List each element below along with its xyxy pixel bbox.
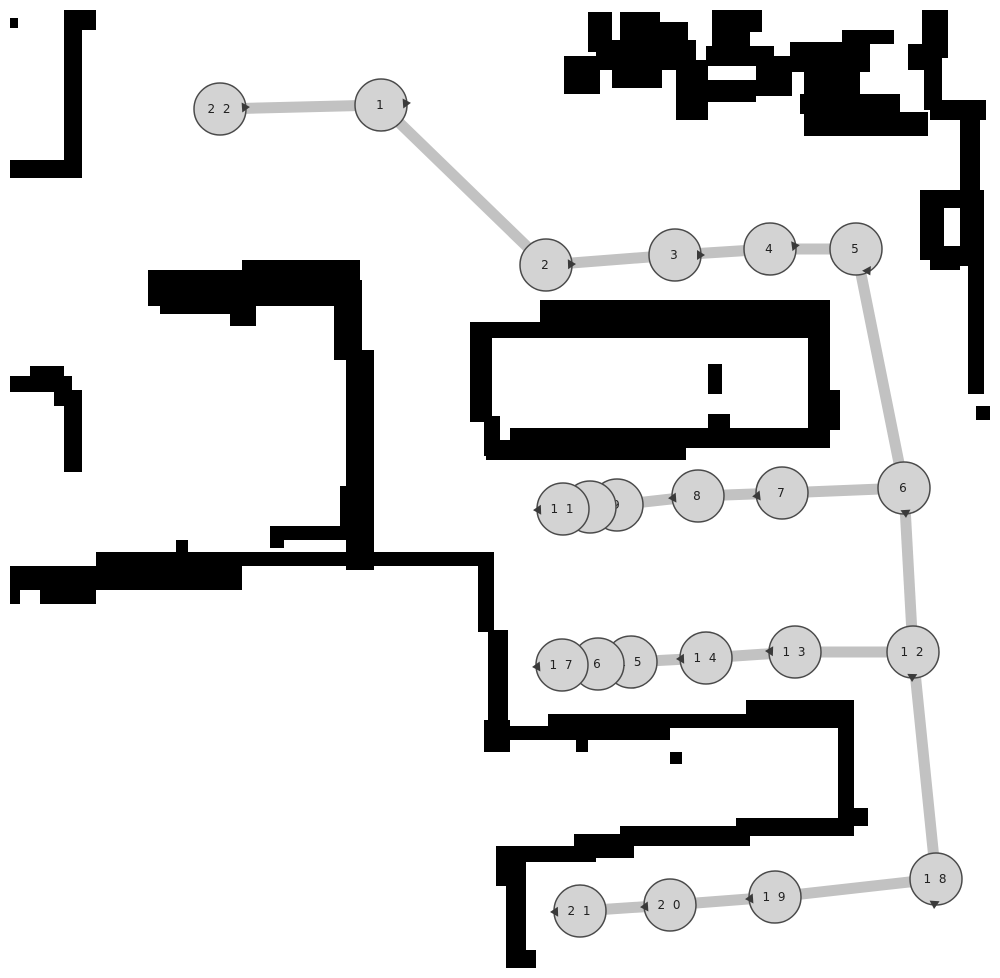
pose-node-label: 1 7: [549, 658, 574, 672]
obstacle-layer: [10, 10, 990, 968]
pose-node[interactable]: 1 8: [909, 852, 963, 909]
pose-node[interactable]: 2 1: [550, 884, 607, 938]
path-segment-12-18: [907, 651, 942, 880]
pose-node[interactable]: 1 2: [886, 625, 940, 682]
wall-top-right-clutter: [564, 10, 990, 420]
wall-left-structure: [10, 260, 848, 764]
pose-node-label: 4: [765, 242, 775, 256]
pose-node-label: 1 8: [923, 872, 948, 886]
pose-node[interactable]: 2: [519, 238, 576, 292]
heading-arrow-icon: [929, 900, 940, 909]
heading-arrow-icon: [550, 906, 559, 917]
wall-top-left: [10, 10, 96, 178]
heading-arrow-icon: [862, 265, 871, 276]
heading-arrow-icon: [402, 98, 411, 109]
pose-node[interactable]: 2 0: [640, 878, 697, 932]
pose-node[interactable]: 2 2: [193, 82, 250, 136]
heading-arrow-icon: [791, 241, 800, 252]
pose-node-circle: [755, 466, 809, 520]
heading-arrow-icon: [900, 509, 911, 518]
pose-node-label: 7: [777, 486, 787, 500]
heading-arrow-icon: [745, 893, 754, 904]
wall-central-block: [470, 300, 840, 460]
heading-arrow-icon: [533, 504, 542, 515]
pose-node[interactable]: 8: [668, 469, 725, 523]
pose-node-label: 2 2: [207, 102, 232, 116]
pose-node-circle: [743, 222, 797, 276]
pose-node-circle: [829, 222, 883, 276]
heading-arrow-icon: [907, 673, 918, 682]
wall-left-stub: [10, 366, 82, 472]
pose-node[interactable]: 6: [877, 461, 931, 518]
pose-node[interactable]: 7: [752, 466, 809, 520]
pose-node-label: 2 1: [567, 904, 592, 918]
heading-arrow-icon: [640, 901, 649, 912]
heading-arrow-icon: [752, 490, 761, 501]
pose-node-label: 6: [899, 481, 909, 495]
heading-arrow-icon: [765, 646, 774, 657]
pose-node[interactable]: 1 9: [745, 870, 802, 924]
pose-node[interactable]: 1 4: [676, 631, 733, 685]
heading-arrow-icon: [668, 492, 677, 503]
pose-node[interactable]: 5: [829, 222, 883, 276]
pose-node-label: 2: [541, 258, 551, 272]
pose-node-label: 6: [593, 657, 603, 671]
path-segment-5-6: [850, 247, 910, 490]
wall-lower-corridor: [496, 700, 868, 968]
pose-node[interactable]: 1 7: [532, 638, 589, 692]
heading-arrow-icon: [241, 102, 250, 113]
pose-node-label: 1 1: [550, 502, 575, 516]
heading-arrow-icon: [676, 653, 685, 664]
pose-node-label: 8: [693, 489, 703, 503]
pose-node-label: 1 3: [782, 645, 807, 659]
pose-node[interactable]: 3: [648, 228, 705, 282]
pose-node[interactable]: 4: [743, 222, 800, 276]
heading-arrow-icon: [697, 250, 705, 260]
pose-node[interactable]: 1: [354, 78, 411, 132]
pose-node-label: 1 4: [693, 651, 718, 665]
pose-node-label: 2 0: [657, 898, 682, 912]
pose-node-label: 5: [851, 242, 861, 256]
pose-node-label: 1 9: [762, 890, 787, 904]
pose-node-label: 1 2: [900, 645, 925, 659]
pose-node[interactable]: 1 3: [765, 625, 822, 679]
pose-node-label: 3: [670, 248, 680, 262]
path-segment-1-2: [377, 101, 550, 269]
heading-arrow-icon: [567, 259, 576, 270]
pose-node[interactable]: 1 1: [533, 482, 590, 536]
heading-arrow-icon: [532, 661, 541, 672]
path-segment-18-19: [774, 873, 937, 903]
pose-node-label: 1: [376, 98, 386, 112]
